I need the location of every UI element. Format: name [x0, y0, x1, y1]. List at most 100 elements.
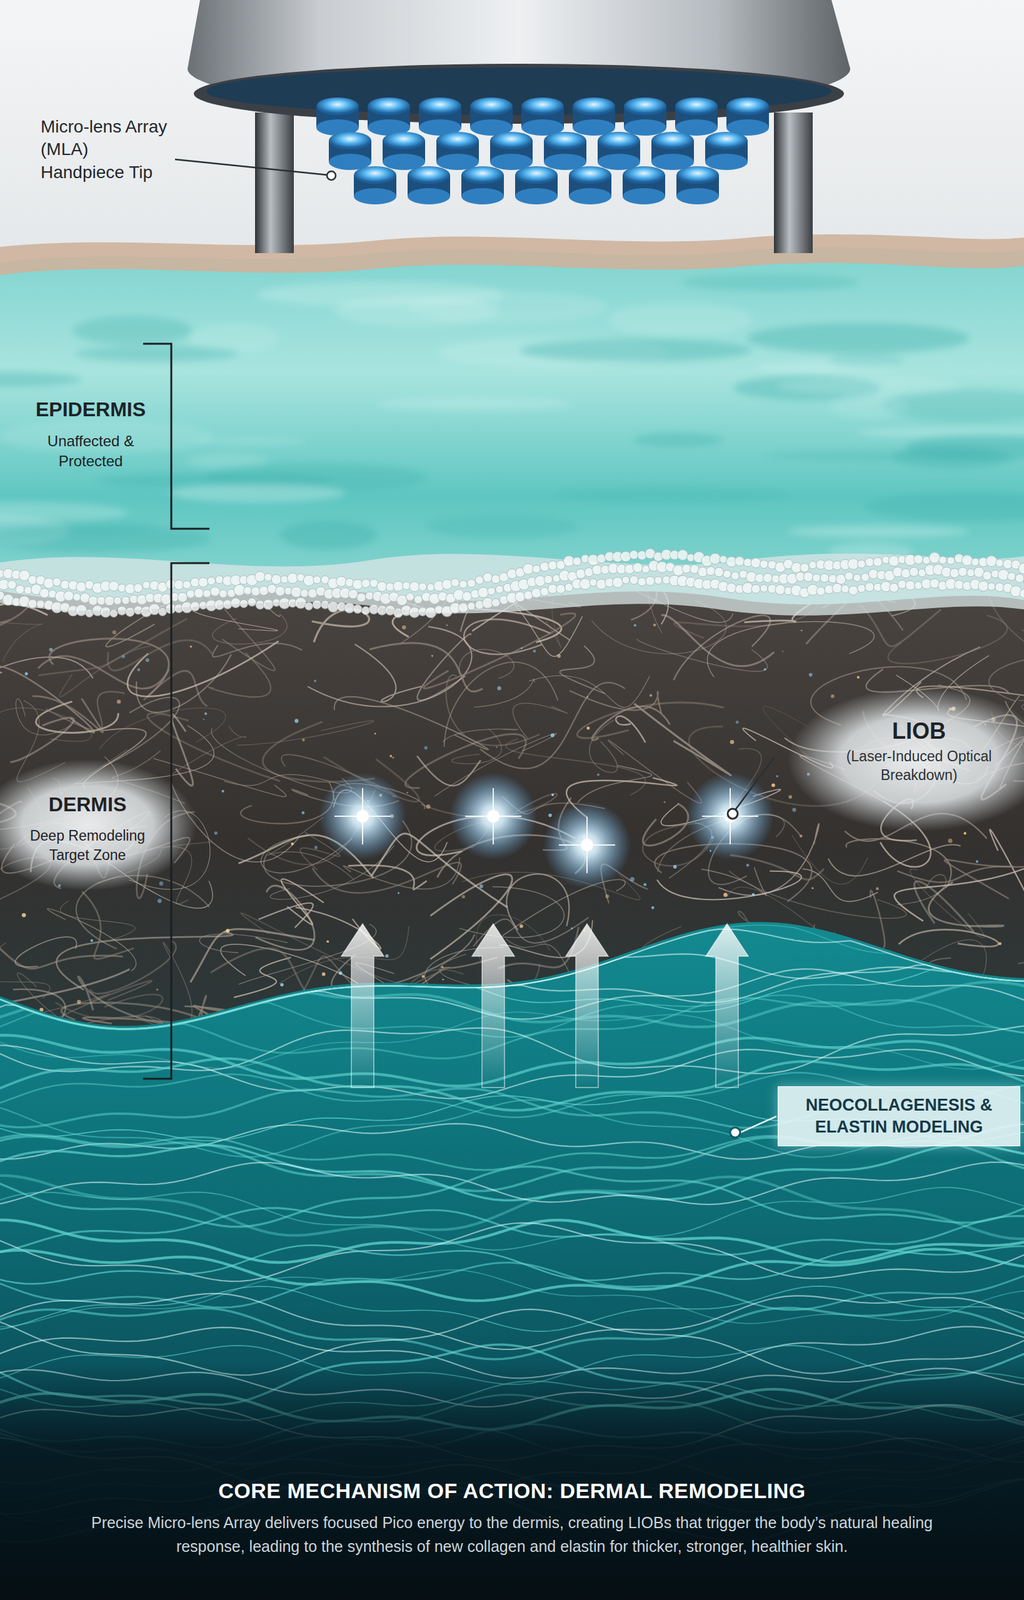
basal-cell: [812, 573, 821, 583]
cell-texture: [828, 352, 906, 368]
lens-bottom: [407, 188, 451, 205]
upward-arrow: [471, 923, 515, 1088]
sparkle: [570, 927, 573, 930]
sparkle: [225, 928, 230, 933]
basal-cell: [865, 582, 874, 592]
basal-cell: [995, 559, 1004, 568]
basal-cell: [73, 593, 81, 601]
title: CORE MECHANISM OF ACTION: DERMAL REMODEL…: [37, 1478, 987, 1505]
cell-texture: [0, 371, 82, 387]
sparkle: [479, 884, 484, 889]
sparkle: [121, 655, 126, 659]
sparkle: [389, 755, 392, 758]
fiber-strand: [35, 701, 119, 733]
cell-texture: [426, 515, 578, 539]
fiber-strand: [577, 702, 724, 739]
cell-texture: [520, 338, 753, 362]
liob-core: [580, 838, 594, 852]
basal-cell: [978, 580, 989, 591]
basal-cell: [928, 552, 941, 564]
lens-top: [328, 131, 372, 150]
basal-cell: [63, 591, 74, 602]
basal-cell: [219, 590, 228, 599]
collagen-fiber: [0, 1144, 1024, 1201]
sparkle: [321, 972, 326, 977]
cell-texture: [829, 393, 909, 419]
fiber-strand: [444, 662, 559, 748]
basal-cell: [803, 572, 813, 582]
fiber-strand: [258, 903, 314, 929]
cell-texture: [168, 483, 346, 503]
basal-cell: [938, 556, 947, 564]
fiber-strand: [99, 708, 226, 750]
liob-star: [558, 817, 616, 874]
basal-cell: [230, 598, 241, 609]
fiber-strand: [480, 682, 626, 769]
basal-cell: [88, 596, 99, 606]
collagen-fiber: [0, 929, 1024, 1030]
basal-cell: [409, 582, 420, 593]
sparkle: [963, 832, 967, 835]
basal-cell: [763, 573, 773, 583]
fiber-strand: [673, 615, 771, 681]
fiber-strand: [633, 703, 731, 776]
lens-top: [470, 97, 513, 116]
sparkle: [746, 863, 750, 868]
handpiece-housing: [187, 0, 851, 116]
basal-cell: [28, 599, 37, 609]
sparkle: [116, 699, 121, 704]
sparkle: [338, 971, 343, 976]
basal-cell: [654, 576, 663, 584]
fiber-strand: [498, 927, 579, 969]
fiber-strand: [147, 713, 281, 782]
basal-cell: [312, 600, 322, 609]
liob-flash: [449, 772, 538, 861]
fiber-strand: [657, 871, 802, 901]
fiber-strand: [143, 670, 208, 707]
fiber-strand: [502, 879, 626, 936]
basal-cell: [396, 595, 408, 606]
layer-name: EPIDERMIS: [25, 397, 157, 422]
sparkle: [301, 738, 306, 743]
basal-cell: [376, 582, 387, 593]
collagen-fiber: [0, 1245, 1024, 1285]
basal-cell: [290, 587, 302, 598]
beam-glow: [664, 200, 674, 882]
sparkle: [137, 668, 141, 672]
epidermis-bracket: [143, 343, 210, 529]
lens-top: [316, 97, 359, 116]
basal-cell: [393, 581, 404, 592]
upward-arrow: [341, 923, 384, 1088]
box-text: NEOCOLLAGENESIS & ELASTIN MODELING: [788, 1094, 1010, 1139]
handpiece: [187, 0, 851, 254]
fiber-strand: [55, 994, 163, 1019]
label-glow: [787, 687, 1024, 832]
basal-cell: [1018, 563, 1024, 575]
basal-cell: [142, 581, 151, 589]
fiber-strand: [237, 720, 374, 746]
fiber-strand: [463, 619, 551, 655]
basal-cell: [914, 582, 923, 590]
sparkle: [752, 893, 755, 896]
sparkle: [76, 1000, 81, 1004]
basal-cell: [947, 557, 955, 565]
basal-cell: [873, 557, 883, 567]
sparkle: [975, 860, 979, 864]
sparkle: [792, 808, 796, 813]
basal-cell: [458, 603, 469, 614]
basal-cell: [706, 566, 716, 576]
layer-note: Unaffected & Protected: [25, 431, 157, 472]
sparkle: [633, 624, 637, 628]
basal-cell: [556, 584, 566, 594]
basal-cell: [255, 571, 266, 583]
sparkle: [326, 940, 329, 944]
leader-dot: [730, 1127, 741, 1138]
fiber-strand: [0, 934, 123, 969]
basal-cell: [110, 609, 118, 618]
leader-dot: [326, 171, 336, 181]
basal-cell: [75, 604, 87, 616]
lens-bottom: [622, 188, 666, 205]
upward-arrow: [565, 923, 609, 1088]
sparkle: [998, 942, 1002, 946]
laser-beam: [585, 200, 589, 846]
